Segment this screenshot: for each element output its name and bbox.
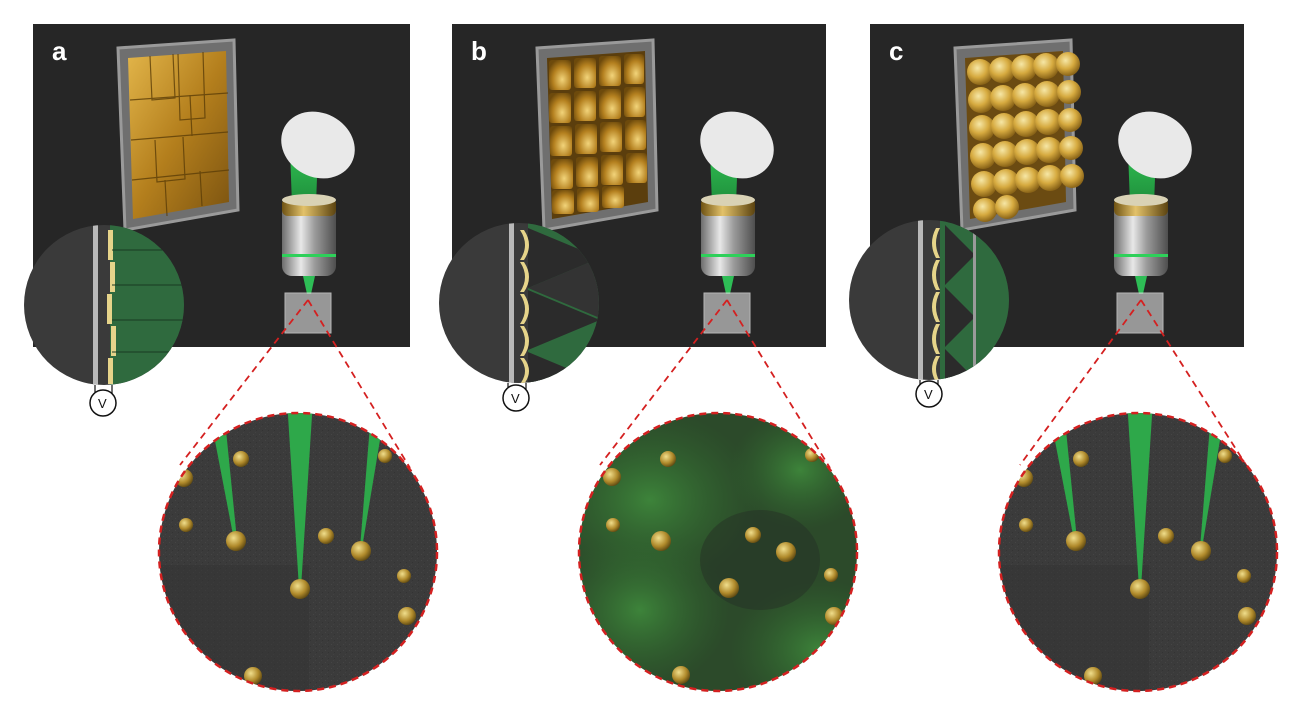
panel-b: b: [439, 24, 859, 693]
laser-beam: [1127, 413, 1153, 588]
particle: [660, 451, 676, 467]
laser-beam: [287, 413, 313, 588]
particle: [1019, 518, 1033, 532]
particle: [351, 541, 371, 561]
particle: [672, 666, 690, 684]
steering-disk: [700, 111, 774, 179]
particle: [719, 578, 739, 598]
laser-beam: [1051, 420, 1077, 540]
particle: [603, 468, 621, 486]
zoom-outline: [157, 411, 439, 693]
zoom-leader-lines: [1019, 299, 1249, 469]
deformable-mirror: [116, 38, 240, 232]
particle: [825, 607, 843, 625]
zoom-view: [577, 411, 859, 693]
zoom-outline: [997, 411, 1279, 693]
particle: [1084, 667, 1102, 685]
deformable-mirror: [535, 38, 659, 232]
particle: [244, 667, 262, 685]
objective-assembly: [1114, 111, 1192, 334]
particle: [1238, 607, 1256, 625]
particle: [233, 451, 249, 467]
panel-letter: c: [889, 36, 903, 66]
voltage-label: V: [511, 391, 520, 406]
particle: [226, 531, 246, 551]
steering-disk: [1118, 111, 1192, 179]
voltage-source: [915, 380, 943, 408]
particle: [398, 607, 416, 625]
deformable-mirror: [953, 38, 1084, 232]
particle: [651, 531, 671, 551]
particle: [745, 527, 761, 543]
particle: [776, 542, 796, 562]
steering-disk: [281, 111, 355, 179]
voltage-label: V: [924, 387, 933, 402]
particle: [1066, 531, 1086, 551]
zoom-view: [157, 411, 439, 693]
panel-letter: a: [52, 36, 67, 66]
zoom-view: [997, 411, 1279, 693]
particle: [1191, 541, 1211, 561]
sample-cube: [284, 292, 332, 334]
particle: [606, 518, 620, 532]
cross-section-inset: V: [849, 220, 1009, 408]
particle: [397, 569, 411, 583]
particle: [179, 518, 193, 532]
particle: [318, 528, 334, 544]
particle: [1218, 449, 1232, 463]
zoom-leader-lines: [599, 299, 831, 469]
panel-c: c: [849, 24, 1279, 693]
particle: [1130, 579, 1150, 599]
laser-beam: [1200, 425, 1222, 548]
laser-beam: [211, 420, 237, 540]
voltage-source: [89, 389, 117, 417]
particle: [378, 449, 392, 463]
sample-cube: [1116, 292, 1164, 334]
particle: [824, 568, 838, 582]
particle: [1158, 528, 1174, 544]
laser-beam: [360, 425, 382, 548]
panel-a: a: [24, 24, 439, 693]
voltage-label: V: [98, 396, 107, 411]
objective-assembly: [700, 111, 774, 334]
particle: [290, 579, 310, 599]
objective-assembly: [281, 111, 355, 334]
particle: [1073, 451, 1089, 467]
zoom-outline: [577, 411, 859, 693]
panel-letter: b: [471, 36, 487, 66]
voltage-source: [502, 384, 530, 412]
sample-cube: [703, 292, 751, 334]
particle: [1237, 569, 1251, 583]
zoom-leader-lines: [179, 299, 411, 469]
